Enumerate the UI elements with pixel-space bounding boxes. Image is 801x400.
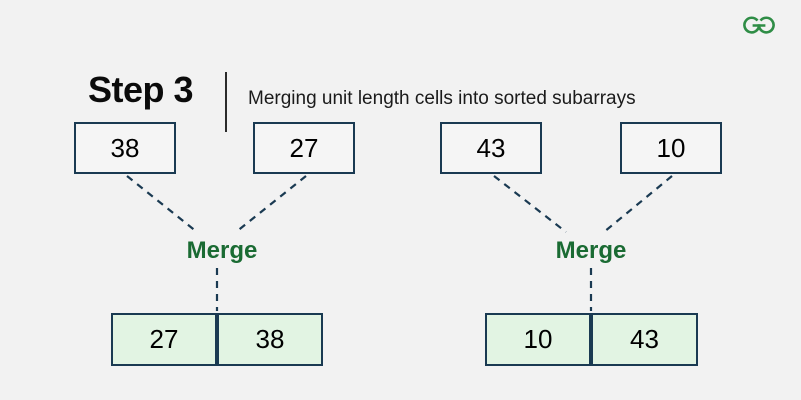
page-subtitle: Merging unit length cells into sorted su… [248,88,636,109]
unit-cell: 27 [253,122,355,174]
merge-label: Merge [186,237,258,264]
unit-cell: 43 [440,122,542,174]
merged-cell: 43 [591,313,698,366]
page-title: Step 3 [88,69,194,110]
geeksforgeeks-logo [733,12,785,38]
merged-cell: 10 [485,313,591,366]
merged-cell: 27 [111,313,217,366]
header: Step 3 Merging unit length cells into so… [0,34,801,132]
merge-label: Merge [555,237,627,264]
merged-cell: 38 [217,313,323,366]
unit-cell: 10 [620,122,722,174]
title-divider [225,72,227,132]
unit-cell: 38 [74,122,176,174]
